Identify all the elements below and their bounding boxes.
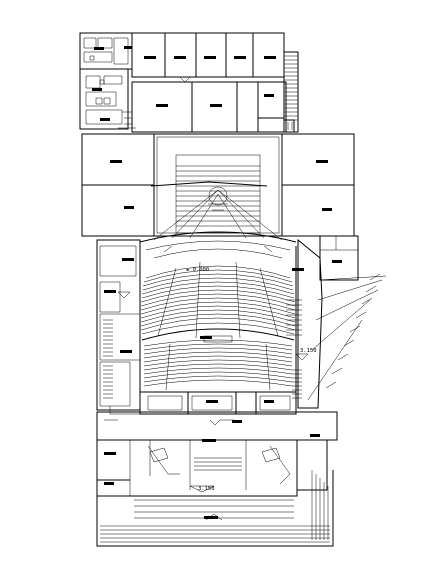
entrance-steps <box>96 470 334 547</box>
stage-level-label: ± 0.000 <box>186 267 209 273</box>
right-side <box>286 238 387 409</box>
lobby <box>96 391 338 519</box>
foyer-level-label: 3.150 <box>198 486 215 492</box>
stage-block <box>81 133 359 281</box>
room-tags <box>92 46 342 519</box>
left-side <box>96 239 141 415</box>
side-level-label: 3.150 <box>300 348 317 354</box>
auditorium <box>139 231 297 396</box>
top-wing <box>79 32 299 133</box>
